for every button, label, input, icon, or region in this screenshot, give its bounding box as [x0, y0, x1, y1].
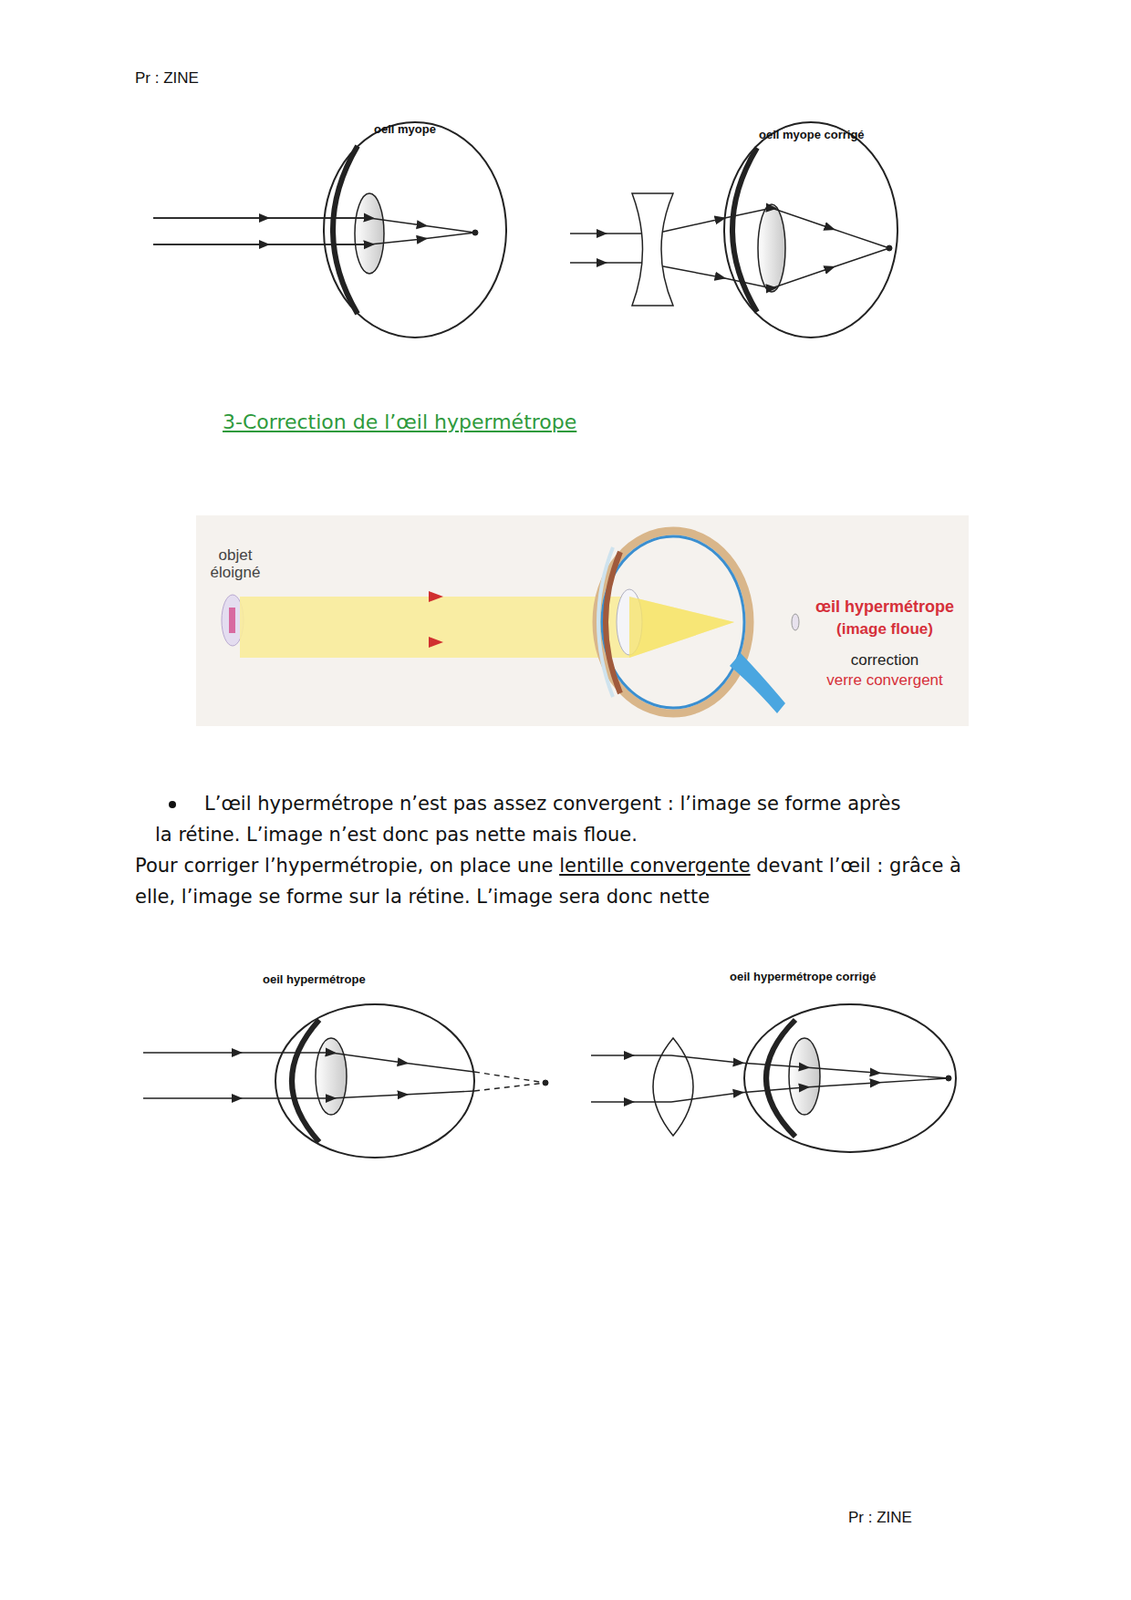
figure-label: oeil hypermétrope corrigé: [729, 969, 876, 984]
underlined-term: lentille convergente: [559, 854, 750, 877]
body-text: Pour corriger l’hypermétropie, on place …: [134, 854, 553, 877]
body-text: L’œil hypermétrope n’est pas assez conve…: [155, 788, 913, 851]
corrected-hyperopic-eye: [591, 1004, 956, 1152]
section-heading: 3-Correction de l’œil hypermétrope: [222, 410, 577, 434]
figure-label: œil hypermétrope: [804, 597, 965, 617]
figure-label: objet éloigné: [207, 547, 263, 582]
myopic-eye: [153, 122, 507, 338]
figure-label: oeil myope: [373, 122, 436, 136]
page-footer: Pr : ZINE: [848, 1508, 913, 1527]
hyperopia-color-figure: [196, 515, 969, 727]
figure-label: verre convergent: [804, 671, 965, 690]
bullet: [168, 800, 177, 809]
page-header: Pr : ZINE: [134, 69, 199, 88]
hyperopic-eye: [143, 1004, 549, 1158]
figure-label: oeil myope corrigé: [758, 127, 865, 142]
corrected-myopic-eye: [570, 122, 898, 338]
figure-label: correction: [804, 651, 965, 670]
figure-label: oeil hypermétrope: [262, 972, 366, 986]
figure-label: (image floue): [804, 620, 965, 639]
body-paragraph: Pour corriger l’hypermétropie, on place …: [134, 850, 965, 913]
